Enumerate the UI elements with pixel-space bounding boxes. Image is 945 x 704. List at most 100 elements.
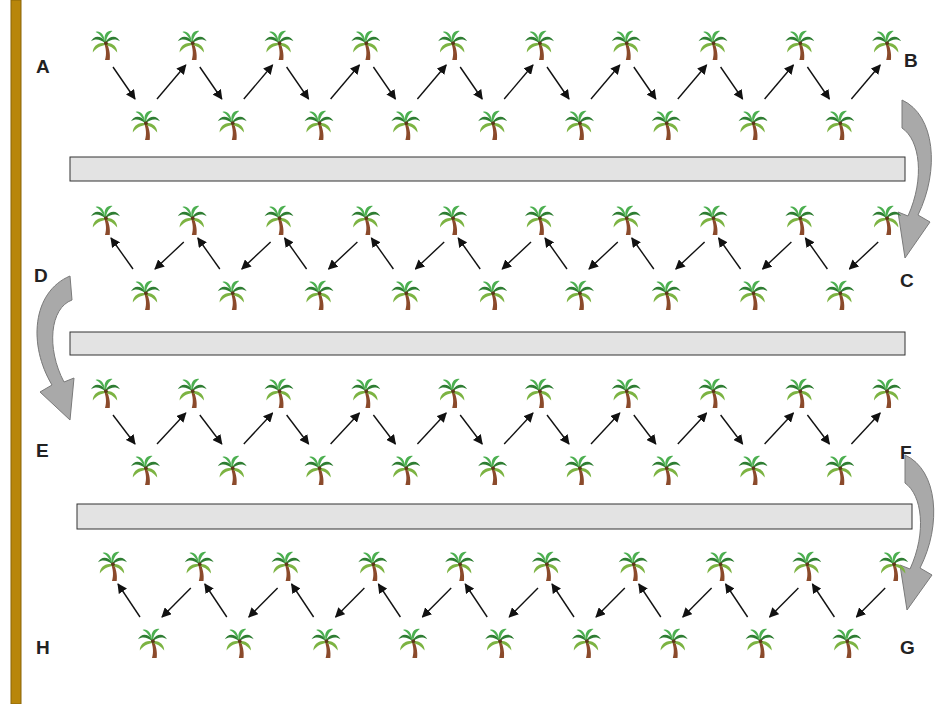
palm-tree [218, 281, 247, 310]
path-arrow [113, 67, 135, 99]
point-letter: C [900, 271, 914, 290]
palm-tree [438, 379, 467, 408]
path-arrow [678, 65, 707, 99]
path-arrow [683, 588, 712, 617]
palm-tree [785, 31, 814, 60]
palm-tree [652, 111, 681, 140]
palm-tree [391, 456, 420, 485]
path-arrow [417, 65, 446, 99]
path-arrow [460, 415, 482, 444]
path-arrow [200, 415, 222, 444]
palm-tree [358, 552, 387, 581]
path-arrow [504, 65, 533, 99]
path-arrow [719, 238, 741, 269]
palm-tree [218, 456, 247, 485]
path-arrow [632, 238, 654, 269]
palm-tree [739, 111, 768, 140]
path-arrow [111, 238, 133, 269]
palm-tree [131, 456, 160, 485]
path-arrow [509, 588, 538, 617]
palm-tree [525, 31, 554, 60]
palm-tree [612, 379, 641, 408]
palm-tree [565, 281, 594, 310]
palm-tree [91, 206, 120, 235]
palm-tree [445, 552, 474, 581]
path-arrow [765, 413, 794, 444]
path-arrow [198, 238, 220, 269]
path-arrow [805, 238, 827, 269]
palm-tree [305, 281, 334, 310]
path-arrow [157, 413, 186, 444]
path-arrow [287, 67, 309, 99]
palm-tree [879, 552, 908, 581]
palm-tree [785, 206, 814, 235]
path-arrow [373, 415, 395, 444]
path-arrow [856, 588, 885, 617]
palm-tree [825, 281, 854, 310]
palm-tree [659, 629, 688, 658]
point-letter: G [900, 638, 915, 657]
point-letter: F [900, 443, 912, 462]
palm-tree [825, 456, 854, 485]
palm-tree [265, 31, 294, 60]
path-arrow [292, 584, 314, 617]
path-arrow [200, 67, 222, 99]
palm-tree [351, 31, 380, 60]
path-arrow [591, 65, 620, 99]
palm-tree [739, 281, 768, 310]
palm-tree [91, 31, 120, 60]
palm-tree [699, 379, 728, 408]
palm-tree [572, 629, 601, 658]
palm-tree [138, 629, 167, 658]
palm-tree [706, 552, 735, 581]
palm-tree [305, 111, 334, 140]
palm-tree [872, 31, 901, 60]
path-arrow [721, 415, 743, 444]
path-arrow [422, 588, 451, 617]
palm-tree [785, 379, 814, 408]
palm-tree [652, 281, 681, 310]
point-letter: A [36, 57, 50, 76]
path-arrow [502, 242, 531, 269]
palm-tree [131, 111, 160, 140]
palm-tree [218, 111, 247, 140]
palm-tree [98, 552, 127, 581]
palm-tree [178, 206, 207, 235]
path-arrow [118, 584, 140, 617]
path-arrow [331, 413, 360, 444]
palm-tree [265, 206, 294, 235]
palm-tree [612, 206, 641, 235]
path-arrow [639, 584, 661, 617]
path-arrow [373, 67, 395, 99]
path-arrow [378, 584, 400, 617]
path-arrow [371, 238, 393, 269]
palm-tree [478, 111, 507, 140]
palm-tree [532, 552, 561, 581]
point-letter: E [36, 441, 49, 460]
path-arrow [634, 67, 656, 99]
path-arrow [547, 415, 569, 444]
path-arrow [205, 584, 227, 617]
palm-tree [351, 379, 380, 408]
palm-tree [131, 281, 160, 310]
path-arrow [417, 413, 446, 444]
palm-tree [398, 629, 427, 658]
palm-tree [351, 206, 380, 235]
palm-tree [619, 552, 648, 581]
palm-tree [699, 206, 728, 235]
path-arrow [285, 238, 307, 269]
palm-tree [699, 31, 728, 60]
path-arrow [162, 588, 191, 617]
path-arrow [552, 584, 574, 617]
path-arrow [155, 242, 184, 269]
path-arrow [287, 415, 309, 444]
palm-tree [872, 379, 901, 408]
palm-tree [91, 379, 120, 408]
palm-tree [305, 456, 334, 485]
path-arrow [634, 415, 656, 444]
palm-tree [312, 629, 341, 658]
path-arrow [851, 413, 880, 444]
path-arrow [678, 413, 707, 444]
path-arrow [591, 413, 620, 444]
